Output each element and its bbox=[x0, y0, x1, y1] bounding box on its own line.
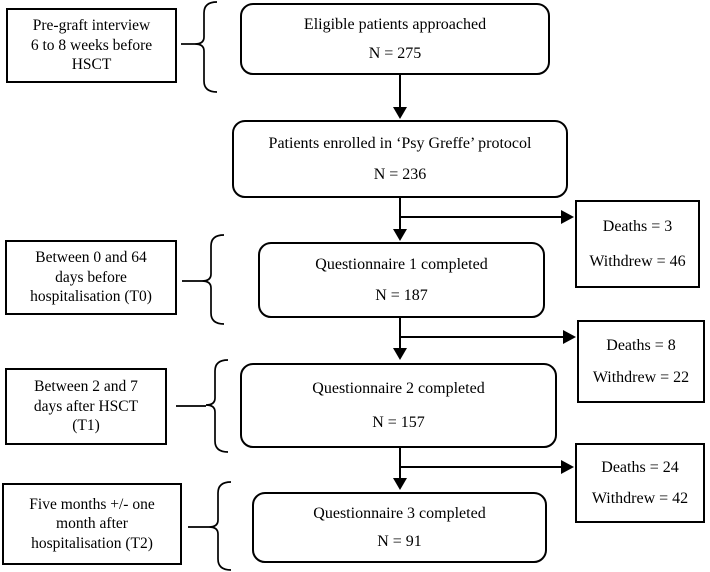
curly-brace bbox=[205, 359, 229, 453]
timeline-label-line: days before bbox=[55, 268, 127, 286]
flow-box-eligible-patients: Eligible patients approached N = 275 bbox=[240, 3, 550, 75]
arrowhead-down-icon bbox=[393, 107, 407, 119]
timeline-label-line: Between 0 and 64 bbox=[35, 249, 147, 267]
curly-brace bbox=[208, 481, 232, 571]
timeline-label-t1: Between 2 and 7 days after HSCT (T1) bbox=[5, 368, 167, 445]
flow-box-count: N = 187 bbox=[375, 286, 428, 304]
arrowhead-right-icon bbox=[561, 460, 574, 474]
arrowhead-down-icon bbox=[393, 478, 407, 490]
arrowhead-down-icon bbox=[393, 229, 407, 241]
timeline-label-line: 6 to 8 weeks before bbox=[30, 36, 153, 54]
timeline-label-line: HSCT bbox=[71, 56, 112, 74]
timeline-label-line: Between 2 and 7 bbox=[34, 378, 138, 396]
curly-brace bbox=[194, 1, 218, 93]
flow-box-title: Questionnaire 2 completed bbox=[312, 380, 485, 398]
timeline-label-line: Five months +/- one bbox=[29, 495, 155, 513]
flow-box-questionnaire-3: Questionnaire 3 completed N = 91 bbox=[252, 492, 547, 563]
flow-box-title: Eligible patients approached bbox=[303, 16, 487, 33]
flow-box-count: N = 236 bbox=[373, 166, 427, 183]
timeline-label-pre-graft: Pre-graft interview 6 to 8 weeks before … bbox=[6, 8, 177, 83]
curly-brace bbox=[201, 234, 225, 325]
dropout-box-1: Deaths = 3 Withdrew = 46 bbox=[575, 200, 700, 288]
timeline-label-line: hospitalisation (T2) bbox=[31, 534, 153, 552]
dropout-box-3: Deaths = 24 Withdrew = 42 bbox=[575, 443, 705, 523]
flow-box-title: Questionnaire 1 completed bbox=[315, 256, 488, 274]
withdrew-count: Withdrew = 42 bbox=[591, 490, 689, 508]
withdrew-count: Withdrew = 46 bbox=[589, 252, 686, 270]
deaths-count: Deaths = 8 bbox=[606, 336, 676, 354]
timeline-label-t0: Between 0 and 64 days before hospitalisa… bbox=[5, 240, 177, 315]
flow-box-enrolled-protocol: Patients enrolled in ‘Psy Greffe’ protoc… bbox=[232, 120, 568, 198]
flow-box-questionnaire-2: Questionnaire 2 completed N = 157 bbox=[240, 363, 557, 448]
flow-box-title: Patients enrolled in ‘Psy Greffe’ protoc… bbox=[268, 135, 532, 152]
withdrew-count: Withdrew = 22 bbox=[592, 369, 690, 387]
timeline-label-line: Pre-graft interview bbox=[32, 17, 151, 35]
flow-box-count: N = 91 bbox=[377, 533, 422, 551]
arrowhead-right-icon bbox=[561, 210, 574, 224]
timeline-label-line: hospitalisation (T0) bbox=[30, 288, 152, 306]
flow-box-count: N = 275 bbox=[368, 45, 422, 62]
arrowhead-down-icon bbox=[393, 348, 407, 360]
flow-box-count: N = 157 bbox=[372, 413, 425, 431]
dropout-box-2: Deaths = 8 Withdrew = 22 bbox=[577, 320, 705, 403]
arrowhead-right-icon bbox=[563, 330, 576, 344]
timeline-label-line: (T1) bbox=[72, 417, 100, 435]
deaths-count: Deaths = 3 bbox=[602, 218, 673, 236]
flow-box-title: Questionnaire 3 completed bbox=[313, 504, 486, 522]
timeline-label-line: month after bbox=[56, 515, 128, 533]
flow-box-questionnaire-1: Questionnaire 1 completed N = 187 bbox=[258, 242, 545, 318]
timeline-label-t2: Five months +/- one month after hospital… bbox=[2, 483, 182, 565]
timeline-label-line: days after HSCT bbox=[33, 397, 139, 415]
deaths-count: Deaths = 24 bbox=[601, 458, 679, 476]
